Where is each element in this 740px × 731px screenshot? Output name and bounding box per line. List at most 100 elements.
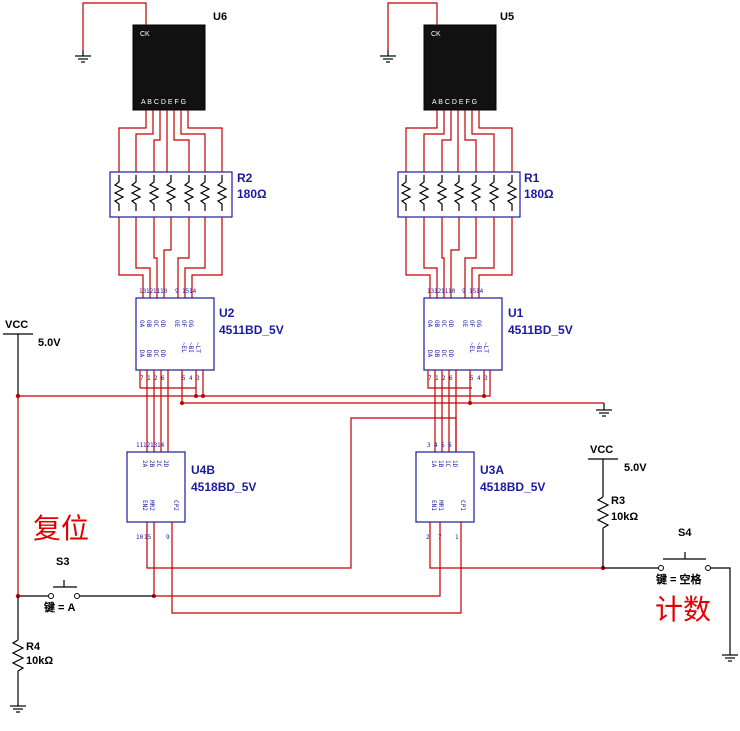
r3-value: 10kΩ	[611, 511, 638, 523]
resistor-r3[interactable]	[596, 496, 610, 568]
r1-ref: R1	[524, 171, 540, 185]
svg-text:1: 1	[147, 375, 151, 382]
svg-text:OC: OC	[152, 320, 159, 328]
ground-s4	[722, 654, 738, 662]
svg-text:5: 5	[441, 442, 445, 449]
svg-text:OE: OE	[461, 320, 468, 328]
ground-u5	[380, 50, 396, 63]
svg-text:OB: OB	[145, 320, 152, 328]
svg-text:12: 12	[434, 288, 442, 295]
vcc-right	[588, 458, 618, 497]
svg-text:DA: DA	[426, 350, 433, 358]
u6-ck-label: CK	[140, 31, 150, 38]
u6-ck-wire	[82, 2, 147, 50]
resistor-pack-r1[interactable]	[397, 171, 521, 218]
u5-segment-labels: A B C D E F G	[432, 99, 477, 106]
svg-text:OA: OA	[426, 320, 433, 328]
svg-text:7: 7	[140, 375, 144, 382]
svg-text:DC: DC	[152, 350, 159, 358]
svg-text:OD: OD	[159, 320, 166, 328]
svg-text:2: 2	[442, 375, 446, 382]
svg-text:CP2: CP2	[172, 500, 179, 511]
svg-text:15: 15	[182, 288, 190, 295]
svg-text:5: 5	[470, 375, 474, 382]
u5-to-r1-wires	[405, 110, 513, 175]
s3-ref: S3	[56, 556, 69, 568]
display-u6[interactable]: CK A B C D E F G	[132, 24, 206, 111]
svg-text:OF: OF	[468, 320, 475, 328]
svg-text:9: 9	[175, 288, 179, 295]
svg-text:DC: DC	[440, 350, 447, 358]
vcc-rail	[18, 370, 491, 397]
u3a-ref: U3A	[480, 463, 504, 477]
svg-text:DB: DB	[145, 350, 152, 358]
svg-text:DA: DA	[138, 350, 145, 358]
switch-s4[interactable]	[603, 552, 731, 655]
svg-text:OC: OC	[440, 320, 447, 328]
svg-text:2: 2	[426, 534, 430, 541]
svg-text:13: 13	[150, 442, 158, 449]
svg-text:1: 1	[455, 534, 459, 541]
svg-text:15: 15	[144, 534, 152, 541]
svg-text:CP1: CP1	[459, 500, 466, 511]
svg-text:1D: 1D	[451, 460, 458, 468]
svg-text:14: 14	[476, 288, 484, 295]
u6-segment-labels: A B C D E F G	[141, 99, 186, 106]
svg-text:OG: OG	[475, 320, 482, 328]
r2-to-u2-wires	[118, 217, 223, 298]
svg-text:~LT: ~LT	[482, 342, 489, 353]
display-u5[interactable]: CK A B C D E F G	[423, 24, 497, 111]
svg-text:12: 12	[146, 288, 154, 295]
s4-ref: S4	[678, 527, 692, 539]
svg-text:13: 13	[139, 288, 147, 295]
svg-text:4: 4	[434, 442, 438, 449]
svg-text:11: 11	[136, 442, 144, 449]
svg-text:14: 14	[189, 288, 197, 295]
resistor-pack-r2[interactable]	[109, 171, 233, 218]
svg-text:DD: DD	[447, 350, 454, 358]
u3a-part: 4518BD_5V	[480, 480, 545, 494]
vcc-left	[3, 333, 33, 396]
svg-text:~LT: ~LT	[194, 342, 201, 353]
svg-text:2A: 2A	[141, 460, 148, 468]
svg-text:OA: OA	[138, 320, 145, 328]
r4-value: 10kΩ	[26, 655, 53, 667]
s3-key: 键 = A	[43, 600, 76, 614]
svg-text:EN2: EN2	[141, 500, 148, 511]
vcc-right-voltage: 5.0V	[624, 462, 647, 474]
svg-text:~EL: ~EL	[180, 342, 187, 353]
svg-text:1: 1	[435, 375, 439, 382]
svg-text:13: 13	[427, 288, 435, 295]
svg-text:OE: OE	[173, 320, 180, 328]
u2-part: 4511BD_5V	[219, 323, 284, 337]
u5-ck-label: CK	[431, 31, 441, 38]
r3-ref: R3	[611, 495, 625, 507]
svg-text:~BI: ~BI	[187, 342, 194, 353]
switch-s3[interactable]	[18, 580, 154, 599]
svg-text:3: 3	[484, 375, 488, 382]
ground-r4	[10, 705, 26, 713]
svg-text:MR1: MR1	[437, 500, 444, 511]
svg-text:5: 5	[182, 375, 186, 382]
svg-text:12: 12	[143, 442, 151, 449]
resistor-r4[interactable]	[11, 596, 25, 706]
vcc-left-voltage: 5.0V	[38, 337, 61, 349]
svg-text:~EL: ~EL	[468, 342, 475, 353]
svg-text:3: 3	[196, 375, 200, 382]
s4-key: 键 = 空格	[655, 572, 703, 586]
svg-text:9: 9	[166, 534, 170, 541]
svg-text:OD: OD	[447, 320, 454, 328]
svg-text:1A: 1A	[430, 460, 437, 468]
r1-value: 180Ω	[524, 187, 554, 201]
svg-text:1C: 1C	[444, 460, 451, 468]
svg-text:~BI: ~BI	[475, 342, 482, 353]
reset-annotation: 复位	[33, 512, 89, 545]
svg-text:7: 7	[428, 375, 432, 382]
svg-text:6: 6	[449, 375, 453, 382]
svg-text:2: 2	[154, 375, 158, 382]
r4-ref: R4	[26, 641, 41, 653]
